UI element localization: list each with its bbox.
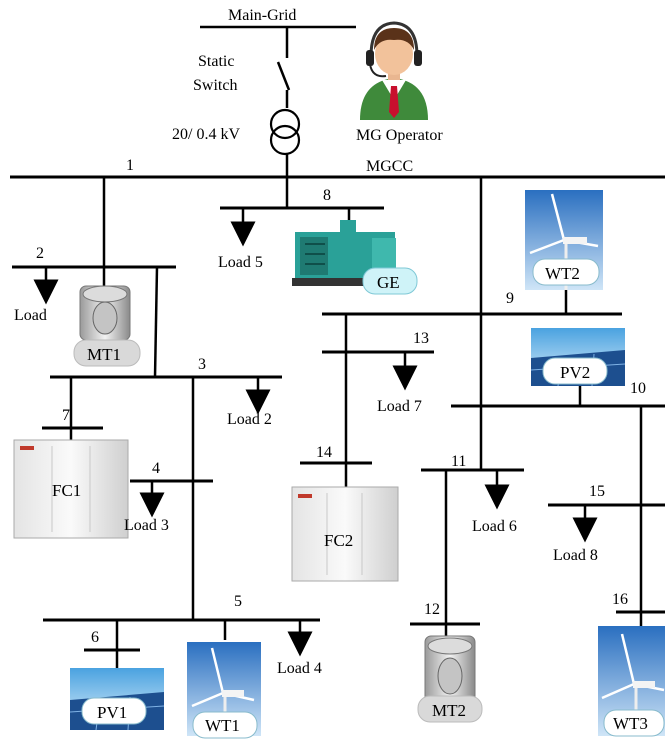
fc1-icon	[13, 439, 129, 539]
bus-1-label: 1	[126, 157, 134, 174]
load-8-label: Load 8	[553, 547, 598, 564]
pv1-tag	[81, 697, 147, 725]
bus-13-label: 13	[413, 330, 429, 347]
wt2-tag	[532, 258, 600, 286]
bus-3-label: 3	[198, 356, 206, 373]
bus-7-label: 7	[62, 407, 70, 424]
pv2-tag	[542, 357, 608, 385]
load-7-label: Load 7	[377, 398, 422, 415]
static-switch-label-2: Switch	[193, 77, 237, 94]
bus-8-label: 8	[323, 187, 331, 204]
mgcc-label: MGCC	[366, 158, 413, 175]
fc1-label: FC1	[52, 481, 81, 500]
bus-6-label: 6	[91, 629, 99, 646]
load-bus2-label: Load	[14, 307, 47, 324]
bus-12-label: 12	[424, 601, 440, 618]
operator-label: MG Operator	[356, 127, 443, 144]
bus-9-label: 9	[506, 290, 514, 307]
operator-icon	[356, 21, 432, 122]
wt3-label: WT3	[613, 714, 648, 733]
mt1-label: MT1	[87, 345, 121, 364]
static-switch	[276, 61, 291, 91]
bus-2-label: 2	[36, 245, 44, 262]
load-6-label: Load 6	[472, 518, 517, 535]
bus-4-label: 4	[152, 460, 160, 477]
load-4-label: Load 4	[277, 660, 322, 677]
transformer-icon	[269, 108, 301, 156]
wt3-tag	[603, 709, 665, 737]
static-switch-label-1: Static	[198, 53, 234, 70]
bus-10-label: 10	[630, 380, 646, 397]
bus-16-label: 16	[612, 591, 628, 608]
ge-tag	[362, 267, 418, 295]
fc2-icon	[291, 486, 399, 582]
wt1-label: WT1	[205, 716, 240, 735]
bus-14-label: 14	[316, 444, 332, 461]
pv1-label: PV1	[97, 703, 127, 722]
mt1-tag	[73, 339, 141, 367]
load-2-label: Load 2	[227, 411, 272, 428]
bus-11-label: 11	[451, 453, 466, 470]
mt1-icon	[79, 285, 131, 341]
wt1-tag	[192, 711, 258, 739]
load-5-label: Load 5	[218, 254, 263, 271]
bus-15-label: 15	[589, 483, 605, 500]
transformer-label: 20/ 0.4 kV	[172, 126, 240, 143]
line-2-3	[153, 266, 159, 378]
main-grid-label: Main-Grid	[228, 7, 296, 24]
load-3-label: Load 3	[124, 517, 169, 534]
pv2-label: PV2	[560, 363, 590, 382]
fc2-label: FC2	[324, 531, 353, 550]
bus-5-label: 5	[234, 593, 242, 610]
ge-label: GE	[377, 273, 400, 292]
mt2-tag	[417, 695, 483, 723]
wt2-label: WT2	[545, 264, 580, 283]
mt2-label: MT2	[432, 701, 466, 720]
